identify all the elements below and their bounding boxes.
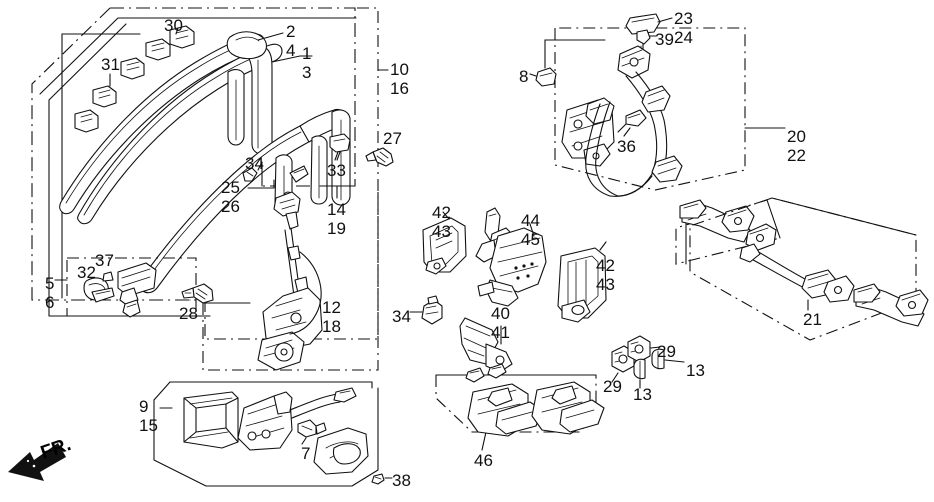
window-regulator-assembly bbox=[202, 188, 379, 371]
group-door-latch bbox=[153, 381, 393, 487]
leader-30 bbox=[175, 27, 179, 35]
screw-28 bbox=[181, 283, 214, 304]
callout-25-26: 25 26 bbox=[221, 178, 240, 216]
callout-7: 7 bbox=[301, 444, 311, 463]
callout-14-19: 14 19 bbox=[327, 200, 346, 238]
callout-46: 46 bbox=[474, 451, 493, 470]
callout-27: 27 bbox=[383, 129, 402, 148]
door-inner-panel-outline bbox=[61, 33, 141, 299]
quarter-window-sash bbox=[139, 108, 351, 294]
callout-9-15: 9 15 bbox=[139, 397, 158, 435]
group-center-buckles bbox=[409, 207, 685, 451]
front-direction-arrow bbox=[8, 443, 66, 481]
clip-34-left bbox=[242, 161, 263, 187]
callout-8: 8 bbox=[519, 67, 529, 86]
callout-36: 36 bbox=[617, 137, 636, 156]
group-front-seat-belt bbox=[529, 13, 786, 197]
callout-37: 37 bbox=[95, 251, 114, 270]
callout-40-41: 40 41 bbox=[491, 304, 510, 342]
callout-34-left: 34 bbox=[245, 154, 264, 173]
callout-1-3: 1 3 bbox=[302, 44, 312, 82]
sash-clips bbox=[74, 25, 195, 133]
callout-10-16: 10 16 bbox=[390, 60, 409, 98]
callout-29-lower: 29 bbox=[603, 377, 622, 396]
callout-34-center: 34 bbox=[392, 307, 411, 326]
callout-31: 31 bbox=[101, 55, 120, 74]
callout-5-6: 5 6 bbox=[45, 274, 55, 312]
callout-23-24: 23 24 bbox=[674, 9, 693, 47]
callout-2-4: 2 4 bbox=[286, 22, 296, 60]
callout-30: 30 bbox=[164, 16, 183, 35]
callout-42-43-right: 42 43 bbox=[596, 256, 615, 294]
callout-28: 28 bbox=[179, 304, 198, 323]
callout-32: 32 bbox=[77, 263, 96, 282]
callout-39: 39 bbox=[655, 30, 674, 49]
callout-12-18: 12 18 bbox=[322, 298, 341, 336]
callout-38: 38 bbox=[392, 471, 411, 490]
callout-44-45: 44 45 bbox=[521, 211, 540, 249]
clip-33 bbox=[329, 133, 351, 161]
callout-29-upper: 29 bbox=[657, 342, 676, 361]
leader-1-3 bbox=[271, 55, 313, 63]
group-rear-seat-belt-21 bbox=[675, 197, 929, 341]
callout-13-upper: 13 bbox=[686, 361, 705, 380]
leader-25-26 bbox=[247, 179, 275, 189]
callout-21: 21 bbox=[803, 310, 822, 329]
screw-27 bbox=[365, 147, 394, 167]
callout-13-lower: 13 bbox=[633, 385, 652, 404]
callout-33: 33 bbox=[327, 161, 346, 180]
group-5-6-inner-box bbox=[54, 257, 197, 318]
callout-20-22: 20 22 bbox=[787, 127, 806, 165]
leader-2-4 bbox=[257, 32, 284, 41]
callout-42-43-left: 42 43 bbox=[432, 203, 451, 241]
